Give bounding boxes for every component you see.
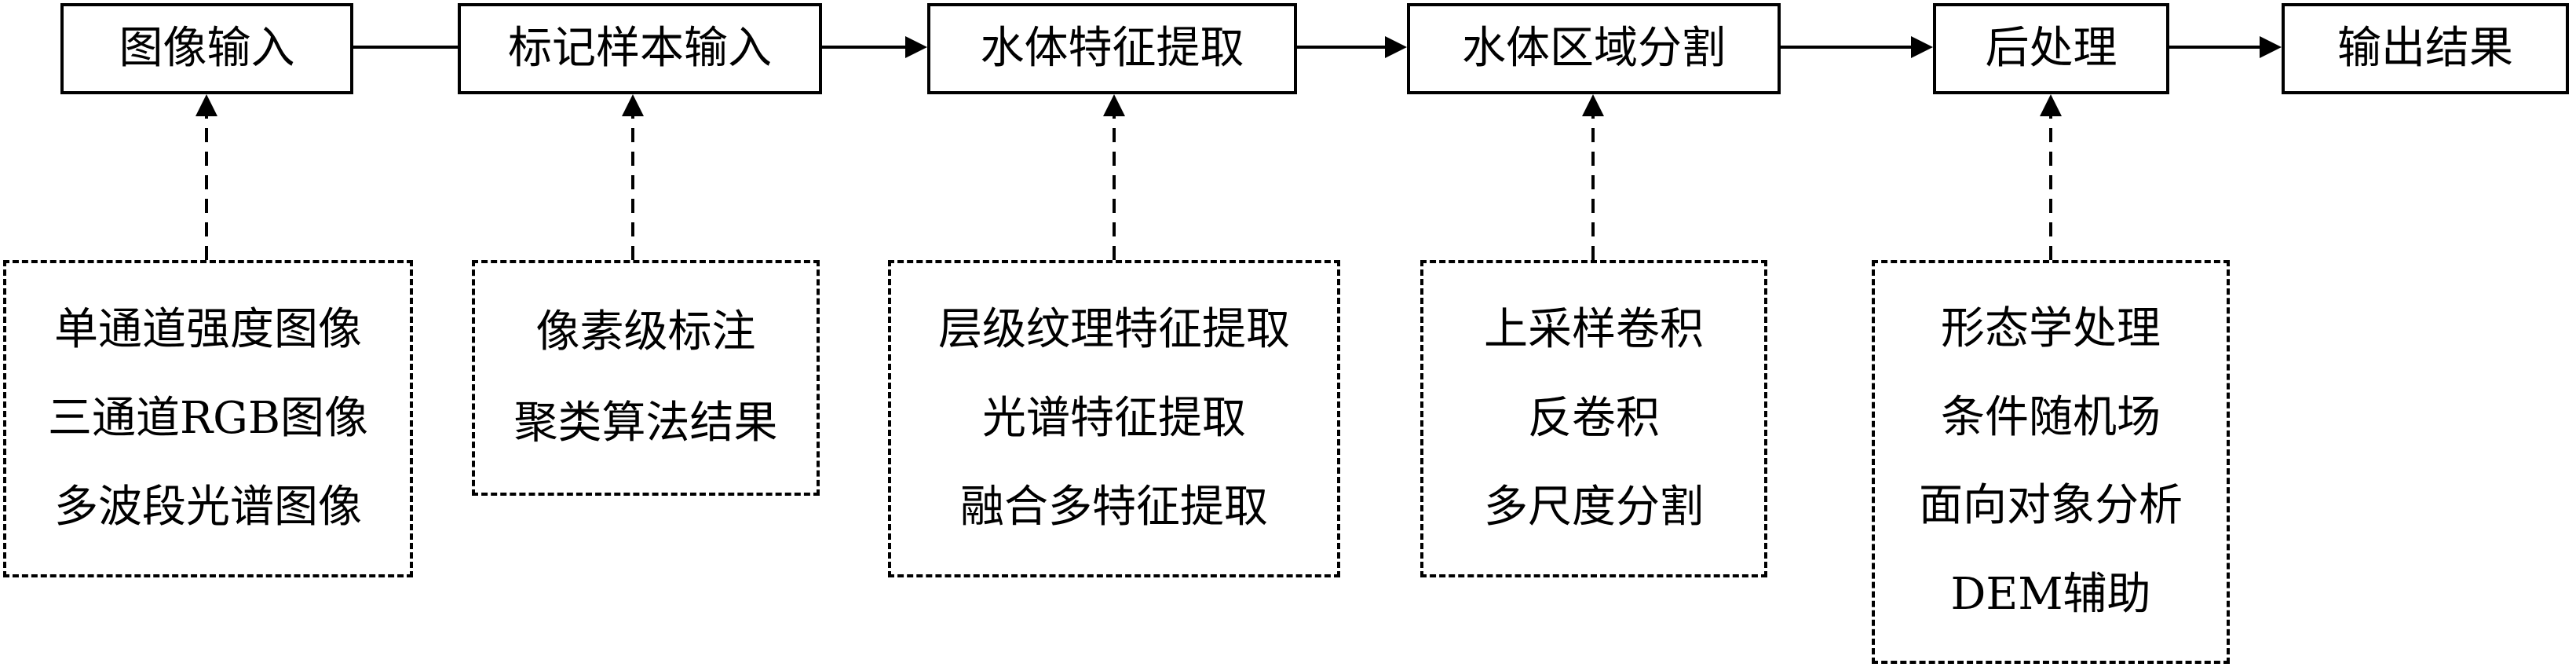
note-sample-sources: 像素级标注 聚类算法结果 [472,260,820,496]
flow-arrowhead-3 [1385,36,1407,58]
stage-water-feature-extraction: 水体特征提取 [927,3,1297,94]
note-item: 层级纹理特征提取 [938,304,1290,355]
stage-image-input: 图像输入 [60,3,353,94]
stage-post-processing-label: 后处理 [1985,23,2117,74]
stage-output-result: 输出结果 [2282,3,2569,94]
note-item: 形态学处理 [1941,303,2161,355]
stage-water-feature-extraction-label: 水体特征提取 [980,23,1244,74]
note-item: 融合多特征提取 [960,482,1268,533]
stage-output-result-label: 输出结果 [2337,23,2513,74]
note-item: 上采样卷积 [1484,304,1704,355]
note-item: 多波段光谱图像 [54,482,362,533]
note-segmentation-methods: 上采样卷积 反卷积 多尺度分割 [1420,260,1767,577]
note-item: 多尺度分割 [1484,482,1704,533]
stage-labeled-sample-input: 标记样本输入 [458,3,822,94]
dashed-arrowhead-5 [2040,94,2062,116]
stage-water-region-segmentation: 水体区域分割 [1407,3,1781,94]
dashed-arrowhead-1 [195,94,217,116]
dashed-input-arrows [195,94,2062,260]
note-item: 反卷积 [1528,393,1660,444]
note-feature-methods: 层级纹理特征提取 光谱特征提取 融合多特征提取 [888,260,1340,577]
stage-post-processing: 后处理 [1933,3,2169,94]
note-item: 像素级标注 [535,306,756,357]
stage-image-input-label: 图像输入 [119,23,295,74]
dashed-arrowhead-4 [1582,94,1604,116]
note-post-processing-methods: 形态学处理 条件随机场 面向对象分析 DEM辅助 [1872,260,2230,664]
note-item: 三通道RGB图像 [47,393,369,444]
note-item: 光谱特征提取 [982,393,1246,444]
note-item: 单通道强度图像 [54,304,362,355]
dashed-arrowhead-2 [622,94,644,116]
note-item: 条件随机场 [1941,391,2161,443]
stage-labeled-sample-input-label: 标记样本输入 [508,23,772,74]
note-image-input-types: 单通道强度图像 三通道RGB图像 多波段光谱图像 [3,260,413,577]
flow-arrowhead-2 [905,36,927,58]
note-item: 聚类算法结果 [513,398,778,449]
dashed-arrowhead-3 [1103,94,1125,116]
note-item: 面向对象分析 [1919,480,2183,532]
note-item: DEM辅助 [1950,568,2151,620]
stage-water-region-segmentation-label: 水体区域分割 [1462,23,1726,74]
flow-arrowhead-4 [1911,36,1933,58]
flow-arrowhead-5 [2260,36,2282,58]
